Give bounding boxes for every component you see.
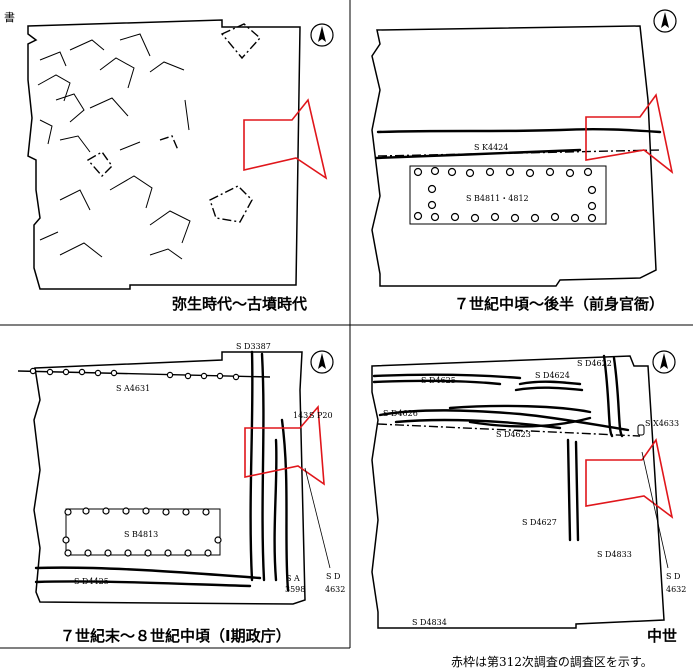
survey-area-red xyxy=(244,405,325,486)
label-sd4622: S D4622 xyxy=(577,359,612,368)
label-sd3387: S D3387 xyxy=(236,342,271,351)
survey-area-red xyxy=(585,93,674,174)
panel-7c-mid-late: S K4424 S B4811・4812 ７世紀中頃～後半（前身官衙） xyxy=(371,9,677,313)
label-sd4623: S D4623 xyxy=(496,430,531,439)
site-outline xyxy=(371,355,665,629)
panel-caption: 弥生時代～古墳時代 xyxy=(172,295,307,313)
label-sd4833: S D4833 xyxy=(597,550,632,559)
survey-area-red xyxy=(585,438,674,519)
feature-box xyxy=(637,424,645,436)
posthole-row xyxy=(62,507,222,557)
footer-note: 赤枠は第312次調査の調査区を示す。 xyxy=(451,655,653,669)
label-sx4633: S X4633 xyxy=(645,419,679,428)
ditch-line xyxy=(377,149,661,157)
north-arrow-icon xyxy=(310,350,334,374)
ditch-line xyxy=(566,438,580,542)
north-arrow-icon xyxy=(652,350,676,374)
posthole-row xyxy=(29,367,240,381)
label-sp20: S P20 xyxy=(309,411,333,420)
label-sd4626: S D4626 xyxy=(383,409,418,418)
ditch-line xyxy=(372,373,522,386)
label-sd4632-bottom: 4632 xyxy=(325,585,345,594)
label-sd4625: S D4625 xyxy=(421,376,456,385)
label-sd4834: S D4834 xyxy=(412,618,447,627)
panel-medieval: S D4622 S D4625 S D4624 S D4626 S X4633 … xyxy=(371,350,686,645)
building-outline xyxy=(65,508,221,556)
survey-area-red xyxy=(243,98,328,180)
label-sd4624: S D4624 xyxy=(535,371,570,380)
label-sa3598-bottom: 3598 xyxy=(285,585,305,594)
north-arrow-icon xyxy=(653,9,677,33)
label-sd4632-bottom: 4632 xyxy=(666,585,686,594)
leader-line xyxy=(641,451,669,569)
panel-caption: ７世紀末～８世紀中頃（Ⅰ期政庁） xyxy=(60,627,291,645)
label-sd4425: S D4425 xyxy=(74,577,109,586)
label-sa4631: S A4631 xyxy=(116,384,150,393)
label-sd4632-top: S D xyxy=(666,572,680,581)
site-outline xyxy=(371,25,657,287)
label-143: 143 xyxy=(293,411,308,420)
fence-line xyxy=(17,370,271,378)
ditch-line xyxy=(376,127,662,134)
site-outline xyxy=(27,19,301,290)
side-note: 書 xyxy=(4,10,15,24)
panel-caption: ７世紀中頃～後半（前身官衙） xyxy=(454,295,664,313)
building-outline xyxy=(409,165,607,225)
panel-caption: 中世 xyxy=(647,627,677,645)
panel-yayoi-kofun: 弥生時代～古墳時代 xyxy=(27,19,334,313)
north-arrow-icon xyxy=(310,23,334,47)
ditch-line xyxy=(249,350,290,592)
ditch-line xyxy=(34,566,262,588)
ditch-line xyxy=(602,354,624,438)
label-sa3598-top: S A xyxy=(286,574,300,583)
label-sd4632-top: S D xyxy=(326,572,340,581)
ditch-line xyxy=(37,33,191,260)
posthole-row xyxy=(413,166,597,223)
ditch-line xyxy=(514,380,584,392)
ditch-line xyxy=(374,148,582,160)
label-sb4813: S B4813 xyxy=(124,530,158,539)
ditch-line xyxy=(377,423,641,437)
label-sd4627: S D4627 xyxy=(522,518,557,527)
leader-line xyxy=(304,467,331,569)
panel-7c-end-8c-mid: S D3387 S A4631 143 S P20 S B4813 S D442… xyxy=(17,342,345,645)
label-sk4424: S K4424 xyxy=(474,143,508,152)
label-sb4811-4812: S B4811・4812 xyxy=(466,194,529,203)
feature-polygon xyxy=(86,23,261,223)
site-outline xyxy=(33,351,306,605)
ditch-line xyxy=(448,404,592,428)
